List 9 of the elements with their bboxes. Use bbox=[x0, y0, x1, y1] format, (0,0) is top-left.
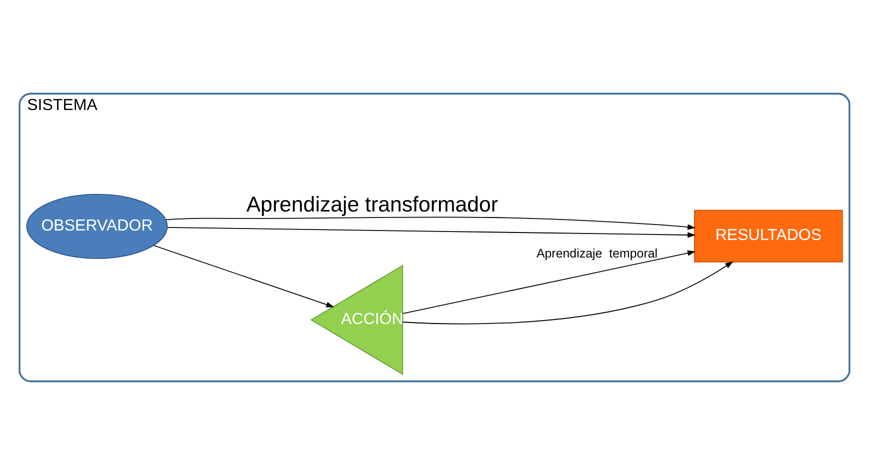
edge-label: Aprendizaje transformador bbox=[246, 192, 498, 216]
arrow bbox=[166, 216, 696, 230]
arrow bbox=[166, 226, 696, 238]
arrow bbox=[402, 260, 734, 324]
arrow bbox=[153, 244, 334, 307]
node-ellipse: OBSERVADOR bbox=[26, 193, 168, 258]
arrow bbox=[402, 250, 696, 314]
edge-label: Aprendizaje temporal bbox=[536, 246, 658, 260]
node-box: RESULTADOS bbox=[694, 209, 843, 262]
